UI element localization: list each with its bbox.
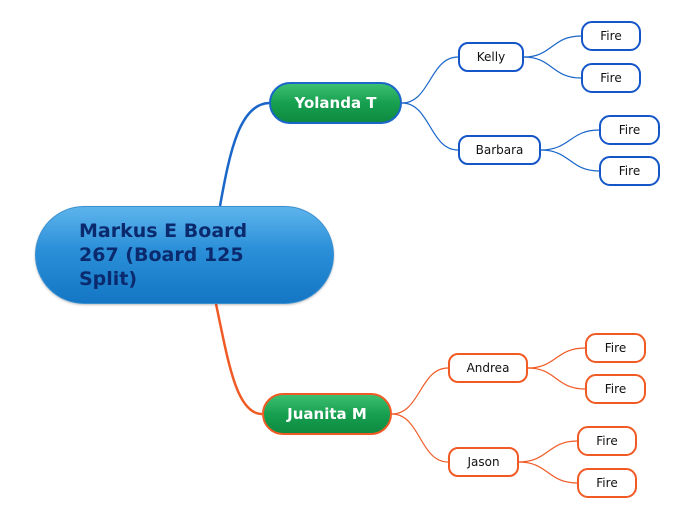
connector-yolanda-kelly bbox=[401, 56, 459, 104]
connector-juanita-andrea bbox=[391, 367, 449, 415]
connector-barbara-leaf2 bbox=[540, 149, 600, 172]
connector-yolanda-barbara bbox=[401, 102, 459, 151]
connector-andrea-leaf1 bbox=[527, 347, 586, 369]
main-topic-label: Juanita M bbox=[287, 405, 367, 423]
subtopic-kelly[interactable]: Kelly bbox=[458, 42, 524, 72]
leaf-fire[interactable]: Fire bbox=[585, 333, 646, 363]
subtopic-barbara[interactable]: Barbara bbox=[458, 135, 541, 165]
subtopic-label: Barbara bbox=[475, 143, 524, 157]
leaf-label: Fire bbox=[600, 29, 622, 43]
leaf-fire[interactable]: Fire bbox=[581, 63, 641, 93]
main-topic-label: Yolanda T bbox=[294, 94, 377, 112]
main-topic-juanita[interactable]: Juanita M bbox=[262, 393, 392, 435]
leaf-fire[interactable]: Fire bbox=[599, 156, 660, 186]
connector-andrea-leaf2 bbox=[527, 367, 586, 390]
subtopic-label: Jason bbox=[467, 455, 500, 469]
leaf-fire[interactable]: Fire bbox=[585, 374, 646, 404]
connector-root-juanita bbox=[214, 303, 263, 416]
connector-jason-leaf2 bbox=[518, 461, 578, 484]
subtopic-label: Andrea bbox=[466, 361, 510, 375]
leaf-fire[interactable]: Fire bbox=[577, 468, 637, 498]
central-topic[interactable]: Markus E Board 267 (Board 125 Split) bbox=[35, 206, 334, 304]
connector-kelly-leaf2 bbox=[523, 56, 582, 79]
leaf-label: Fire bbox=[600, 71, 622, 85]
leaf-label: Fire bbox=[618, 123, 641, 137]
central-topic-label: Markus E Board 267 (Board 125 Split) bbox=[79, 220, 248, 290]
leaf-label: Fire bbox=[596, 434, 618, 448]
leaf-fire[interactable]: Fire bbox=[577, 426, 637, 456]
leaf-label: Fire bbox=[604, 341, 627, 355]
connector-jason-leaf1 bbox=[518, 440, 578, 463]
leaf-label: Fire bbox=[618, 164, 641, 178]
main-topic-yolanda[interactable]: Yolanda T bbox=[269, 82, 402, 124]
leaf-label: Fire bbox=[596, 476, 618, 490]
connector-kelly-leaf1 bbox=[523, 35, 582, 58]
subtopic-andrea[interactable]: Andrea bbox=[448, 353, 528, 383]
leaf-label: Fire bbox=[604, 382, 627, 396]
leaf-fire[interactable]: Fire bbox=[581, 21, 641, 51]
connector-root-yolanda bbox=[218, 101, 270, 207]
leaf-fire[interactable]: Fire bbox=[599, 115, 660, 145]
connector-juanita-jason bbox=[391, 413, 449, 463]
connector-barbara-leaf1 bbox=[540, 129, 600, 151]
subtopic-jason[interactable]: Jason bbox=[448, 447, 519, 477]
subtopic-label: Kelly bbox=[476, 50, 506, 64]
